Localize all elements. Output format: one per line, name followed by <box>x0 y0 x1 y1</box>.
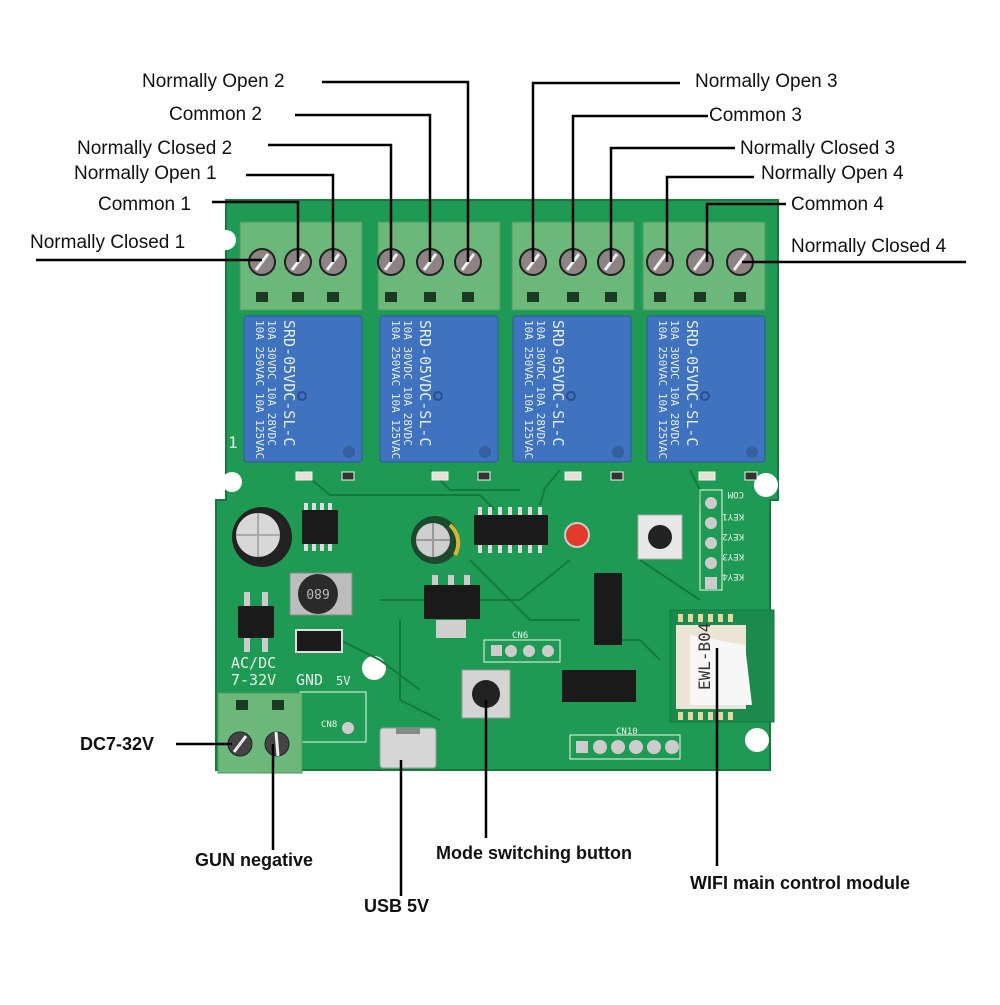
mode-switching-button[interactable] <box>461 669 511 719</box>
relay-rating-text: 10A 250VAC 10A 125VAC <box>253 320 266 459</box>
mounting-hole <box>216 230 236 250</box>
label-mode-switching-button: Mode switching button <box>436 843 632 863</box>
silk-key4: KEY4 <box>722 571 744 581</box>
label-normally-open-1: Normally Open 1 <box>74 163 217 184</box>
leader-no4 <box>665 175 754 262</box>
label-normally-closed-3: Normally Closed 3 <box>740 138 896 159</box>
relay-rating-text: 10A 250VAC 10A 125VAC <box>522 320 535 459</box>
ic-chip-vertical <box>594 573 622 645</box>
ic-chip-14pin <box>474 507 548 553</box>
relay-rating-text: SRD-05VDC-SL-C <box>683 320 701 446</box>
relay-rating-text: SRD-05VDC-SL-C <box>280 320 298 446</box>
pcb-traces <box>249 469 701 721</box>
silk-cn10: CN10 <box>616 727 638 737</box>
wifi-module-marking: EWL-B04 <box>695 623 714 690</box>
silk-5v: 5V <box>336 674 350 688</box>
mounting-hole <box>754 473 778 497</box>
label-normally-closed-4: Normally Closed 4 <box>791 236 947 257</box>
mounting-hole <box>222 472 242 492</box>
ic-chip-8pin <box>302 503 338 551</box>
usb-port[interactable] <box>379 727 437 769</box>
silk-com: COM <box>727 489 744 499</box>
ic-chip-16pin <box>562 670 636 702</box>
relay-rating-text: SRD-05VDC-SL-C <box>549 320 567 446</box>
label-normally-open-2: Normally Open 2 <box>142 71 285 92</box>
electrolytic-capacitor <box>232 507 292 567</box>
bridge-rectifier <box>238 592 274 652</box>
leader-nc3 <box>609 146 735 262</box>
label-dc-input: DC7-32V <box>80 734 155 754</box>
label-gnd-negative: GUN negative <box>195 850 314 870</box>
silk-voltage: 7-32V <box>231 671 276 689</box>
label-normally-open-3: Normally Open 3 <box>695 71 838 92</box>
relay-rating-text: 10A 30VDC 10A 28VDC <box>265 320 278 446</box>
terminal-block-1 <box>239 221 363 311</box>
label-common-3: Common 3 <box>709 105 802 126</box>
relay-rating-text: 10A 30VDC 10A 28VDC <box>401 320 414 446</box>
leader-nc2 <box>268 143 393 262</box>
relay-rating-text: 10A 30VDC 10A 28VDC <box>668 320 681 446</box>
leader-com4 <box>705 202 786 262</box>
cn6-header: CN6 <box>483 631 561 663</box>
leader-no1 <box>246 173 335 262</box>
small-capacitor <box>411 516 461 564</box>
status-led <box>564 522 590 548</box>
leader-no2 <box>322 80 470 262</box>
power-terminal-block <box>217 692 303 774</box>
silk-acdc: AC/DC <box>231 654 276 672</box>
diode <box>295 629 343 653</box>
silk-key3: KEY3 <box>722 551 744 561</box>
key-header-cn5: COM KEY1 KEY2 KEY3 KEY4 <box>699 489 744 591</box>
label-normally-closed-1: Normally Closed 1 <box>30 232 186 253</box>
voltage-regulator <box>424 575 480 638</box>
relay-rating-text: 10A 250VAC 10A 125VAC <box>656 320 669 459</box>
relay-rating-text: 10A 30VDC 10A 28VDC <box>534 320 547 446</box>
inductor-marking: 680 <box>306 585 329 600</box>
relay-rating-text: SRD-05VDC-SL-C <box>416 320 434 446</box>
silk-cn8: CN8 <box>321 720 337 730</box>
reset-button[interactable] <box>637 514 683 560</box>
label-normally-closed-2: Normally Closed 2 <box>77 138 233 159</box>
leader-com1 <box>212 200 300 262</box>
inductor: 680 <box>289 572 353 616</box>
relay-rating-text: 10A 250VAC 10A 125VAC <box>389 320 402 459</box>
label-common-2: Common 2 <box>169 104 262 125</box>
label-usb-5v: USB 5V <box>364 896 430 916</box>
label-normally-open-4: Normally Open 4 <box>761 163 904 184</box>
mounting-hole <box>362 656 386 680</box>
silk-gnd: GND <box>296 671 323 689</box>
label-common-1: Common 1 <box>98 194 191 215</box>
leader-lines <box>36 80 966 896</box>
leader-com3 <box>571 114 708 262</box>
label-wifi-main-control-module: WIFI main control module <box>690 873 910 893</box>
leader-no3 <box>531 81 680 262</box>
label-common-4: Common 4 <box>791 194 884 215</box>
mounting-hole <box>745 728 769 752</box>
silk-key1: KEY1 <box>722 511 744 521</box>
lower-components: 680 <box>217 433 775 774</box>
silk-1: 1 <box>228 433 238 452</box>
terminal-block-2 <box>377 221 501 311</box>
cn8-pad <box>342 722 354 734</box>
wifi-module: EWL-B04 <box>669 609 775 723</box>
leader-com2 <box>295 113 432 262</box>
silk-cn6: CN6 <box>512 631 528 641</box>
cn10-header: CN10 <box>569 727 681 760</box>
terminal-block-4 <box>642 221 766 311</box>
silk-key2: KEY2 <box>722 531 744 541</box>
